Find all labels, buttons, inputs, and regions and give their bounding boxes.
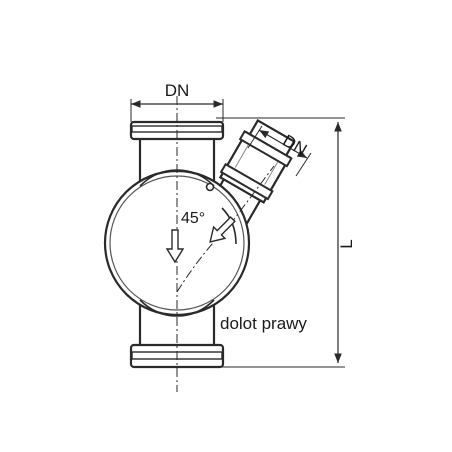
length-label: L (337, 239, 356, 248)
dn-branch-dimension (247, 125, 312, 177)
length-dimension (216, 117, 345, 368)
dn-top-label: DN (165, 81, 190, 100)
variant-label: dolot prawy (220, 314, 307, 333)
flow-arrow-main (165, 229, 185, 264)
angle-label: 45° (181, 210, 205, 227)
flow-arrow-branch (209, 216, 236, 243)
